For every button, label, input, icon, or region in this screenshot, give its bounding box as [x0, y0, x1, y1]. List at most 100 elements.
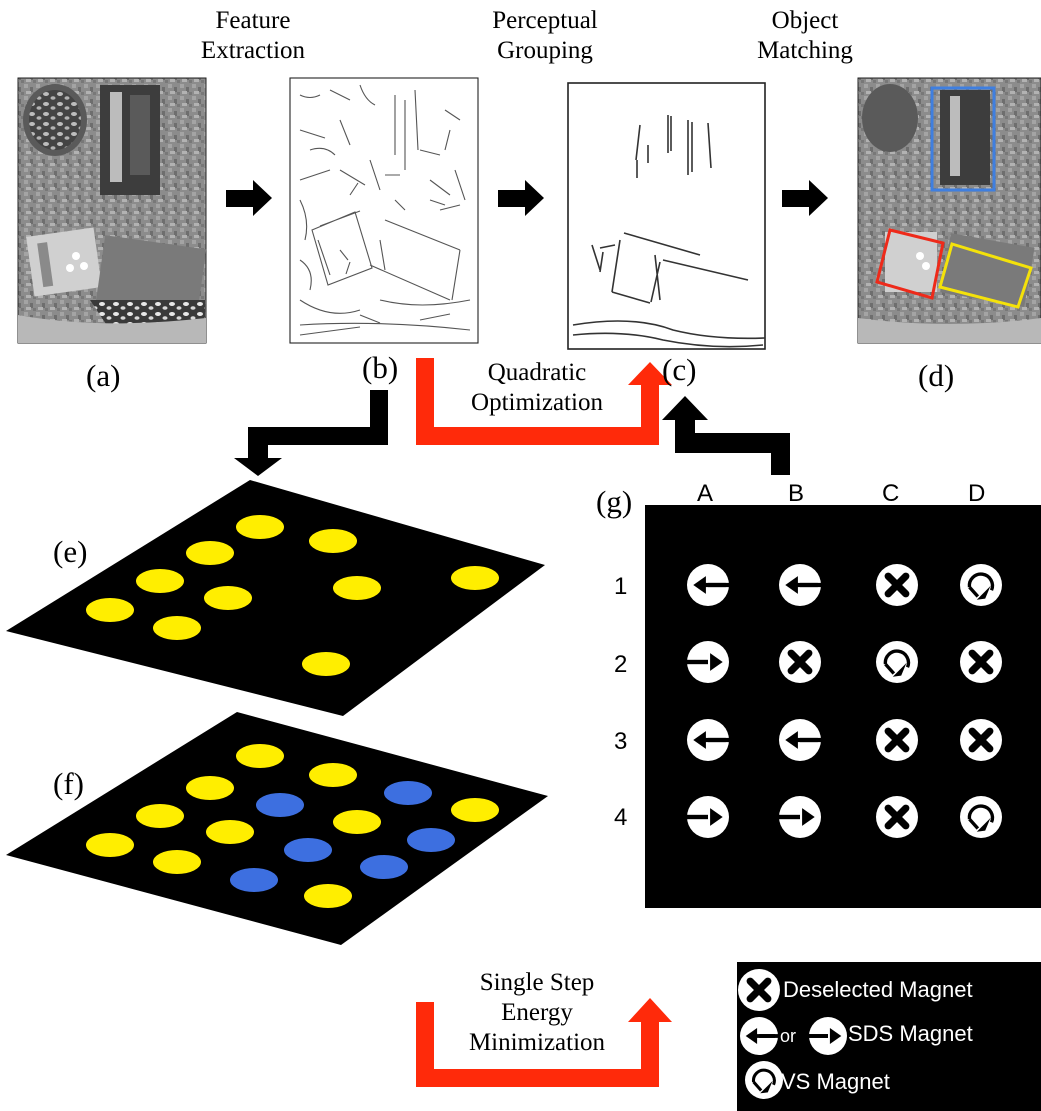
panel-label-b: (b) — [362, 350, 399, 385]
step-label-line: Quadratic — [487, 359, 587, 386]
yellow-dot — [304, 884, 352, 908]
panel-label-e: (e) — [53, 534, 88, 569]
yellow-dot — [236, 515, 284, 539]
arrow-b-to-c — [498, 180, 544, 216]
stage-title-feature-extraction: Feature Extraction — [178, 6, 328, 66]
panel-label-g: (g) — [596, 484, 633, 519]
deselected-magnet-icon — [876, 719, 918, 761]
legend-sds-label: SDS Magnet — [848, 1021, 973, 1046]
red-arrow-quadratic — [416, 358, 672, 445]
blue-dot — [284, 838, 332, 862]
sds-magnet-icon — [740, 1017, 778, 1055]
red-arrow-single-step — [416, 998, 672, 1087]
blue-dot — [360, 855, 408, 879]
yellow-dot — [136, 804, 184, 828]
stage-title-line: Perceptual — [492, 7, 598, 34]
step-label-quadratic: Quadratic Optimization — [452, 358, 622, 418]
yellow-dot — [153, 850, 201, 874]
sds-magnet-icon — [687, 641, 729, 683]
legend-vs-label: VS Magnet — [781, 1069, 890, 1094]
deselected-magnet-icon — [779, 641, 821, 683]
deselected-magnet-icon — [960, 641, 1002, 683]
legend-panel — [737, 962, 1041, 1111]
grid-row-label: 1 — [614, 573, 628, 600]
grid-row-label: 4 — [614, 804, 628, 831]
stage-title-line: Grouping — [497, 37, 593, 64]
sds-magnet-icon — [779, 564, 821, 606]
vs-magnet-icon — [745, 1061, 783, 1099]
match-box-blue — [930, 86, 996, 192]
yellow-dot — [236, 744, 284, 768]
grid-col-label: A — [697, 480, 714, 507]
yellow-dot — [186, 776, 234, 800]
stage-title-perceptual-grouping: Perceptual Grouping — [465, 6, 625, 66]
sds-magnet-icon — [779, 719, 821, 761]
arrow-b-to-e — [234, 390, 388, 476]
deselected-magnet-icon — [738, 969, 780, 1011]
arrow-a-to-b — [226, 180, 272, 216]
vs-magnet-icon — [960, 796, 1002, 838]
grid-col-label: B — [788, 480, 805, 507]
arrow-c-to-d — [782, 180, 828, 216]
panel-label-a: (a) — [86, 358, 121, 393]
match-box-red — [875, 228, 945, 300]
legend-icons — [738, 969, 847, 1099]
blue-dot — [230, 868, 278, 892]
yellow-dot — [309, 763, 357, 787]
legend-deselected-label: Deselected Magnet — [783, 977, 973, 1002]
stage-title-line: Feature — [215, 7, 291, 34]
stage-title-object-matching: Object Matching — [730, 6, 880, 66]
step-label-line: Minimization — [468, 1029, 606, 1056]
step-label-line: Single Step — [479, 969, 595, 996]
panel-label-c: (c) — [662, 352, 697, 387]
blue-dot — [384, 781, 432, 805]
yellow-dot — [186, 541, 234, 565]
legend-or-label: or — [780, 1026, 797, 1046]
grid-row-label: 2 — [614, 651, 628, 678]
deselected-magnet-icon — [960, 719, 1002, 761]
yellow-dot — [153, 616, 201, 640]
yellow-dot — [86, 833, 134, 857]
step-label-single-step: Single Step Energy Minimization — [452, 968, 622, 1058]
deselected-magnet-icon — [876, 564, 918, 606]
sds-magnet-icon — [687, 564, 729, 606]
yellow-dot — [333, 810, 381, 834]
panel-label-f: (f) — [53, 766, 84, 801]
grid-row-label: 3 — [614, 728, 628, 755]
yellow-dot — [333, 576, 381, 600]
stage-title-line: Object — [771, 7, 839, 34]
arrow-g-to-c — [662, 396, 790, 475]
step-label-line: Optimization — [471, 389, 603, 416]
stage-title-line: Extraction — [200, 37, 306, 64]
vs-magnet-icon — [960, 564, 1002, 606]
sds-magnet-icon — [779, 796, 821, 838]
yellow-dot — [451, 566, 499, 590]
matched-image-d — [857, 77, 1041, 344]
yellow-dot — [309, 529, 357, 553]
edge-image-b — [289, 77, 479, 344]
sds-magnet-icon — [809, 1017, 847, 1055]
grid-col-label: D — [968, 480, 986, 507]
layer-e — [6, 480, 545, 716]
grouped-image-c — [567, 82, 766, 350]
layer-f-dots — [86, 744, 499, 908]
blue-dot — [256, 793, 304, 817]
yellow-dot — [136, 569, 184, 593]
yellow-dot — [206, 820, 254, 844]
yellow-dot — [451, 798, 499, 822]
sds-magnet-icon — [687, 719, 729, 761]
blue-dot — [407, 828, 455, 852]
step-label-line: Energy — [501, 999, 573, 1026]
aerial-image-a — [17, 77, 207, 344]
deselected-magnet-icon — [876, 796, 918, 838]
vs-magnet-icon — [876, 641, 918, 683]
stage-title-line: Matching — [757, 37, 853, 64]
panel-label-d: (d) — [918, 358, 955, 393]
yellow-dot — [302, 652, 350, 676]
layer-f — [6, 712, 548, 945]
yellow-dot — [86, 598, 134, 622]
match-box-yellow — [938, 242, 1033, 309]
grid-col-label: C — [882, 480, 900, 507]
magnet-grid-cells — [687, 564, 1002, 838]
